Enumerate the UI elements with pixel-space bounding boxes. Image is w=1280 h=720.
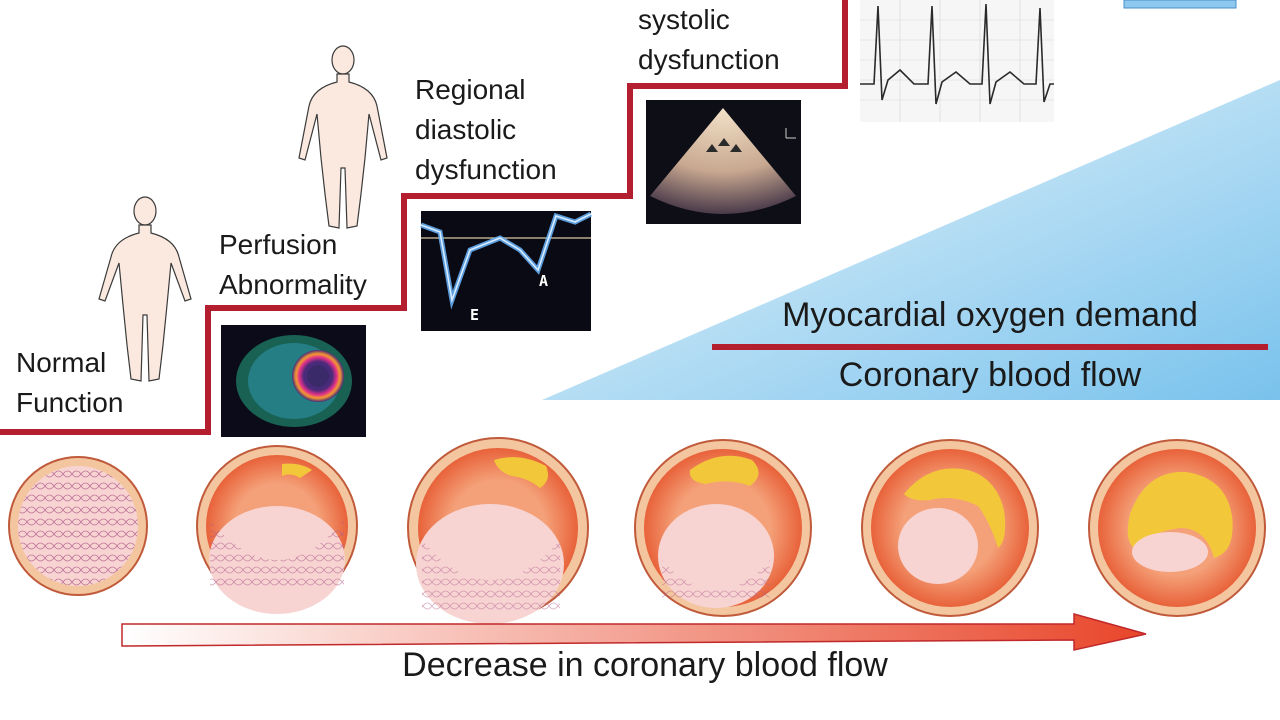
ischemia-staircase-line [0,0,848,435]
coronary-blood-flow-label: Coronary blood flow [838,356,1142,394]
supply-demand-wedge [542,80,1280,400]
step-label-line: systolic [638,4,730,35]
step-label-line: diastolic [415,114,517,145]
doppler-e-label: E [470,306,480,324]
ecg-strip-image [860,0,1054,122]
step-label-perfusion-abnormality: Perfusion Abnormality [219,225,367,305]
vessel-cross-section-stage-5 [861,439,1039,617]
vessel-cross-section-stage-4 [634,439,812,617]
step-label-systolic-dysfunction: systolic dysfunction [638,0,780,80]
step-label-line: Abnormality [219,269,367,300]
cropped-image-fragment [1123,0,1237,9]
step-label-line: Perfusion [219,229,338,260]
step-label-line: dysfunction [415,154,557,185]
step-label-line: dysfunction [638,44,780,75]
perfusion-scan-image [221,325,366,437]
decrease-coronary-flow-label: Decrease in coronary blood flow [402,646,888,684]
step-label-line: Regional [415,74,526,105]
decrease-flow-arrow [121,613,1147,651]
step-label-regional-diastolic-dysfunction: Regional diastolic dysfunction [415,70,557,190]
vessel-cross-section-stage-6 [1088,439,1266,617]
step-label-line: Function [16,387,124,418]
myocardial-oxygen-demand-label: Myocardial oxygen demand [782,296,1198,334]
step-label-line: Normal [16,347,107,378]
vessel-cross-section-stage-2 [196,445,358,614]
doppler-trace-image [420,211,593,331]
doppler-a-label: A [539,272,549,290]
step-label-normal-function: Normal Function [16,343,123,423]
echocardiogram-image [646,100,801,224]
human-figure-icon [298,45,388,229]
vessel-cross-section-stage-3 [407,437,589,624]
vessel-cross-section-normal [8,456,148,596]
human-figure-icon [98,196,192,382]
